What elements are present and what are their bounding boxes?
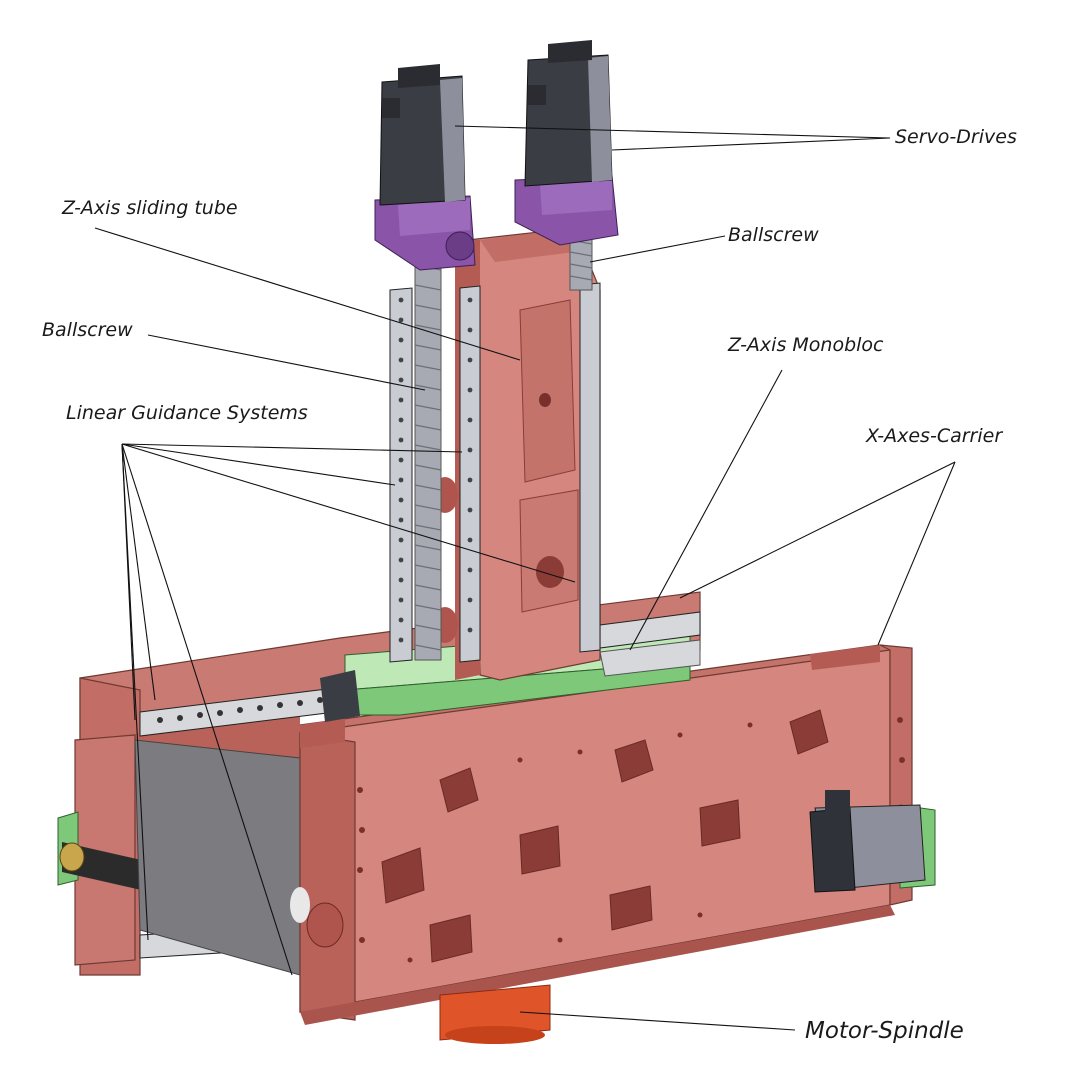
label-ballscrew-left: Ballscrew — [42, 319, 133, 341]
z-axis-sliding-tube — [432, 227, 601, 681]
purple-motor-mounts — [374, 175, 619, 271]
servo-drives — [379, 40, 613, 206]
motor-spindle-body — [439, 984, 551, 1044]
carrier-pockets — [381, 709, 829, 963]
label-x-axes-carrier: X-Axes-Carrier — [865, 425, 1003, 447]
leader-z-monobloc — [629, 369, 783, 651]
leader-lines — [94, 125, 956, 1031]
leader-servo-drives-2 — [611, 137, 891, 151]
label-motor-spindle: Motor-Spindle — [805, 1018, 964, 1044]
rear-rail-holes — [157, 697, 323, 723]
label-servo-drives: Servo-Drives — [895, 126, 1017, 148]
carrier-bolt-holes — [357, 717, 905, 963]
ballscrew-shaft-left — [414, 254, 442, 661]
labels: Servo-Drives Z-Axis sliding tube Ballscr… — [42, 126, 1017, 1044]
machine-illustration — [57, 40, 936, 1044]
z-axis-linear-rails — [389, 282, 601, 663]
x-axis-servo-motor — [809, 790, 936, 893]
ballscrew-shaft-right — [569, 229, 593, 291]
leader-linear-guidance — [121, 443, 576, 976]
leader-x-carrier-2 — [877, 461, 956, 646]
leader-motor-spindle — [519, 1011, 796, 1031]
leader-servo-drives-1 — [454, 125, 891, 139]
label-z-axis-sliding-tube: Z-Axis sliding tube — [61, 197, 238, 219]
label-linear-guidance-systems: Linear Guidance Systems — [66, 402, 308, 424]
leader-ballscrew-right — [589, 235, 726, 263]
leader-z-tube — [94, 227, 521, 361]
leader-x-carrier-1 — [679, 461, 956, 599]
label-z-axis-monobloc: Z-Axis Monobloc — [727, 334, 884, 356]
label-ballscrew-right: Ballscrew — [728, 224, 819, 246]
leader-ballscrew-left — [147, 334, 426, 391]
